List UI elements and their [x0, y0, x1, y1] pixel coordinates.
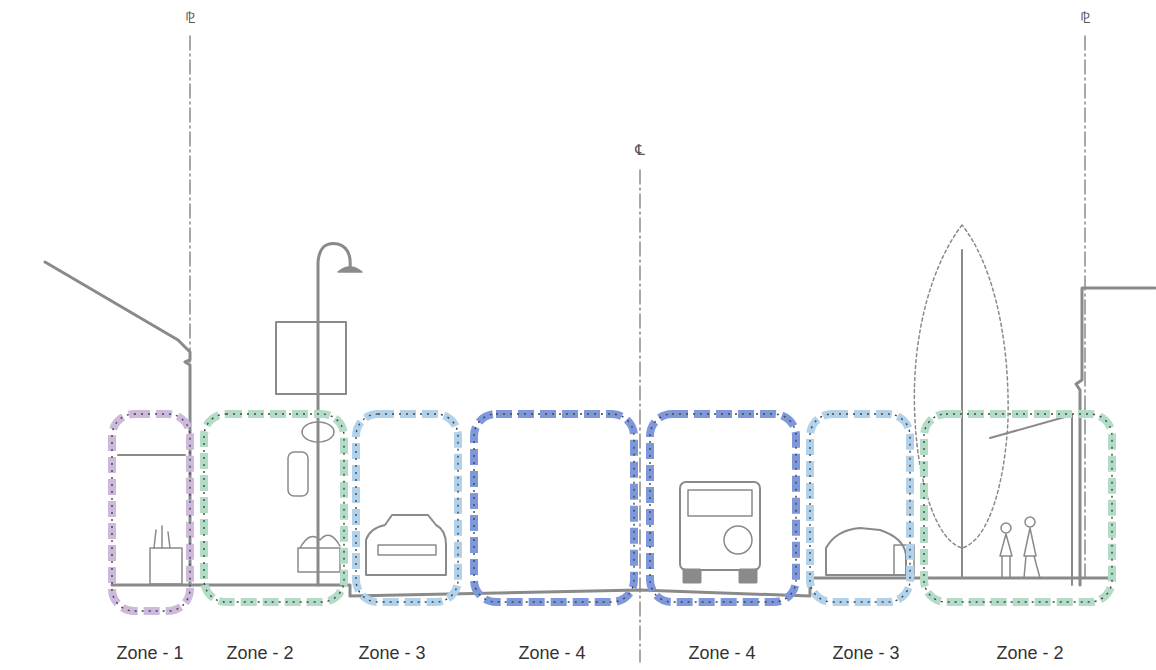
zone-outline — [646, 410, 800, 606]
suv — [680, 482, 760, 570]
zone-outline — [200, 410, 348, 606]
zone-band — [112, 414, 190, 611]
zone-band — [356, 414, 458, 602]
zone-box: Zone - 3 — [352, 410, 462, 606]
zone-box: Zone - 2 — [920, 410, 1116, 606]
ground-line — [112, 578, 1110, 596]
zone-ticks — [356, 414, 458, 602]
spare-wheel — [724, 526, 752, 554]
zone-ticks — [810, 414, 910, 602]
zone-label: Zone - 3 — [358, 643, 425, 665]
bench — [150, 548, 182, 584]
line-symbol: ⅊ — [1078, 11, 1092, 26]
tree-canopy — [914, 225, 1008, 548]
zone-label: Zone - 2 — [996, 643, 1063, 665]
line-symbol: ℄ — [633, 143, 647, 158]
centre-line — [639, 170, 641, 662]
zone-label: Zone - 1 — [116, 643, 183, 665]
planter-flowers — [300, 535, 340, 548]
person — [1001, 523, 1011, 533]
zone-outline — [806, 410, 914, 606]
zone-band — [810, 414, 910, 602]
zone-band — [924, 414, 1112, 602]
person — [1025, 517, 1035, 527]
zone-band — [204, 414, 344, 602]
zone-box: Zone - 1 — [108, 410, 194, 615]
zone-label: Zone - 4 — [518, 643, 585, 665]
zone-label: Zone - 3 — [832, 643, 899, 665]
display-items — [154, 526, 170, 548]
person — [1024, 528, 1040, 578]
line-symbol: ⅊ — [183, 11, 197, 26]
wheel — [684, 570, 700, 582]
zone-band — [650, 414, 796, 602]
zone-outline — [108, 410, 194, 615]
property-line — [1084, 36, 1086, 580]
shop-awning — [118, 454, 185, 456]
hanging-basket — [302, 422, 334, 442]
zone-outline — [920, 410, 1116, 606]
zone-ticks — [112, 414, 190, 611]
planter — [298, 548, 340, 572]
lamp-head — [338, 267, 362, 272]
zone-label: Zone - 4 — [688, 643, 755, 665]
zone-outline — [352, 410, 462, 606]
zone-ticks — [650, 414, 796, 602]
suv-window — [688, 490, 752, 516]
banner — [276, 322, 346, 394]
zone-band — [474, 414, 634, 602]
wheel — [740, 570, 756, 582]
car — [366, 515, 446, 575]
zone-ticks — [474, 414, 634, 602]
zone-outline — [470, 410, 638, 606]
zone-box: Zone - 4 — [646, 410, 800, 606]
zone-label: Zone - 2 — [226, 643, 293, 665]
car-bumper — [378, 545, 436, 555]
porch-roof — [990, 415, 1072, 585]
zone-ticks — [204, 414, 344, 602]
sign — [288, 452, 308, 496]
zone-ticks — [924, 414, 1112, 602]
zone-box: Zone - 3 — [806, 410, 914, 606]
zone-box: Zone - 4 — [470, 410, 638, 606]
person — [1000, 534, 1012, 578]
zone-box: Zone - 2 — [200, 410, 348, 606]
